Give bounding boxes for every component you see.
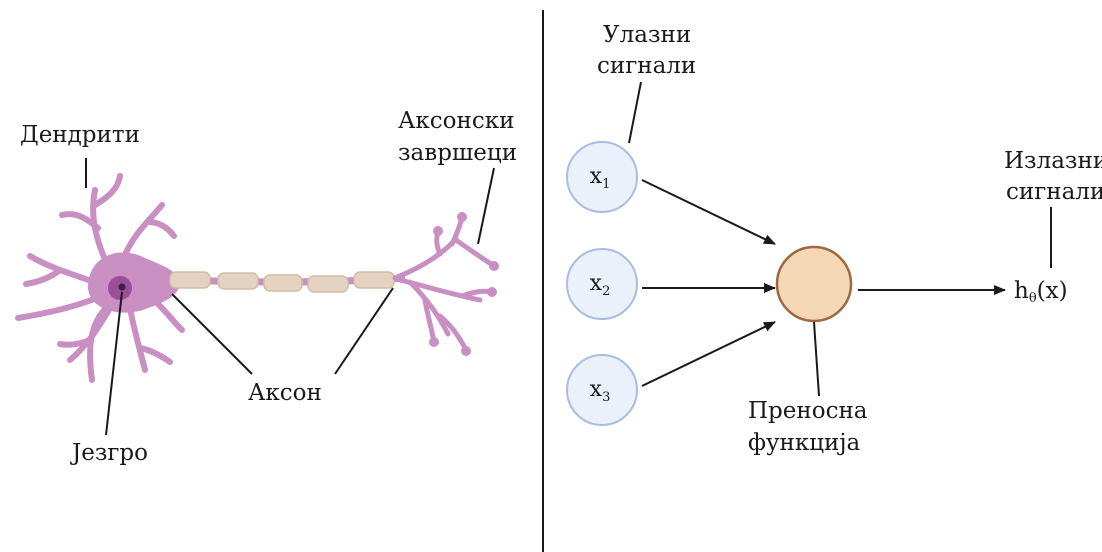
transfer-function-leader [814,322,819,396]
neuron-illustration [18,176,499,380]
input-2-var: x [590,271,603,296]
transfer-function-label-line2: функција [748,430,860,456]
input-1-var: x [590,164,603,189]
input-node-2: x2 [567,249,637,319]
input-node-3: x3 [567,355,637,425]
output-signals-label-line1: Излазни [1004,148,1102,174]
transfer-function-node [777,247,851,321]
nucleus-label: Језгро [70,440,148,466]
output-arg: (x) [1037,278,1068,304]
output-signals-label-line2: сигнали [1006,179,1102,205]
cell-body [88,252,180,312]
output-sub: θ [1029,291,1037,306]
output-function: hθ(x) [1014,278,1068,306]
output-h: h [1014,278,1029,304]
input-3-sub: 3 [602,390,610,405]
myelin-sheaths [170,272,394,292]
input-2-sub: 2 [602,284,610,299]
input-arrows [642,180,775,386]
transfer-function-label-line1: Преносна [748,398,868,424]
dendrites-label: Дендрити [20,122,140,148]
input-node-1: x1 [567,142,637,212]
axon-label: Аксон [248,380,322,406]
nucleolus [119,284,126,291]
axon-terminals-label-line1: Аксонски [398,108,514,134]
input-1-sub: 1 [602,177,610,192]
terminal-buttons [429,212,499,356]
input-3-var: x [590,377,603,402]
input-signals-label-line2: сигнали [597,53,696,79]
input-signals-label-line1: Улазни [603,22,691,48]
input-signals-leader [629,82,641,143]
axon-terminals-label-line2: завршеци [398,140,517,166]
